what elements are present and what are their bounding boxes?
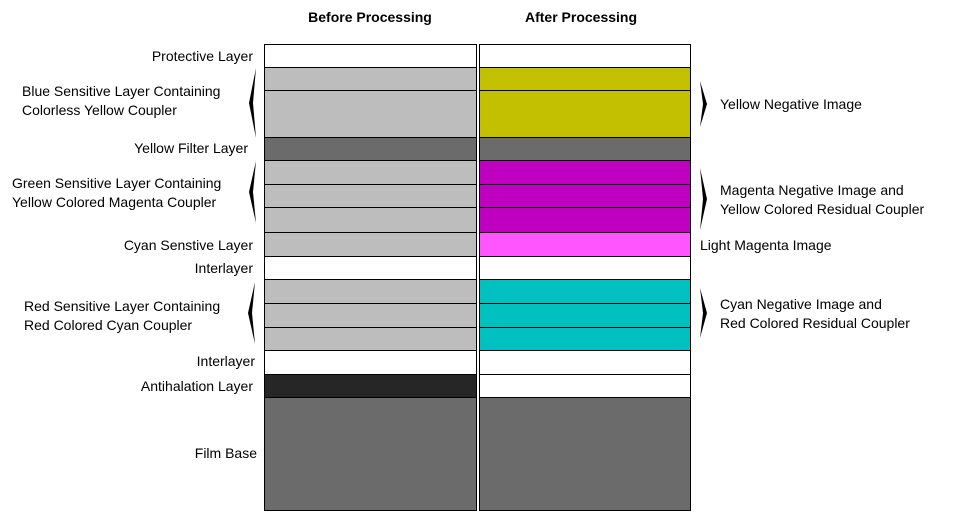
after-layer-red-1 — [479, 279, 691, 305]
left-bracket-green — [249, 161, 256, 223]
after-layer-interlayer-2 — [479, 350, 691, 376]
label-protective-layer: Protective Layer — [151, 48, 253, 64]
before-layer-interlayer-1 — [264, 256, 477, 281]
left-bracket-blue — [249, 68, 256, 138]
before-layer-green-3 — [264, 207, 477, 234]
label-cyan-negative-image: Cyan Negative Image and Red Colored Resi… — [720, 296, 910, 331]
before-layer-yellow-filter — [264, 137, 477, 162]
after-layer-blue-2 — [479, 90, 691, 139]
label-magenta-negative-image: Magenta Negative Image and Yellow Colore… — [720, 182, 925, 217]
after-layer-red-2 — [479, 303, 691, 329]
label-green-sensitive-layer: Green Sensitive Layer Containing Yellow … — [12, 175, 222, 210]
before-layer-blue-1 — [264, 67, 477, 92]
after-layer-green-1 — [479, 160, 691, 186]
before-layer-red-3 — [264, 327, 477, 352]
label-red-sensitive-layer: Red Sensitive Layer Containing Red Color… — [24, 298, 221, 333]
before-layer-red-2 — [264, 303, 477, 329]
before-layer-antihalation — [264, 374, 477, 399]
after-layer-cyan-sensitive — [479, 232, 691, 258]
right-bracket-yellow — [700, 81, 707, 127]
after-layer-antihalation — [479, 374, 691, 399]
before-layer-protective — [264, 44, 477, 69]
after-layer-blue-1 — [479, 67, 691, 92]
label-film-base: Film Base — [194, 445, 257, 461]
before-layer-cyan-sensitive — [264, 232, 477, 258]
after-layer-protective — [479, 44, 691, 69]
before-layer-green-2 — [264, 184, 477, 209]
label-yellow-negative-image: Yellow Negative Image — [720, 96, 862, 112]
label-cyan-sensitive-layer: Cyan Senstive Layer — [123, 237, 253, 253]
after-layer-green-2 — [479, 184, 691, 209]
after-layer-interlayer-1 — [479, 256, 691, 281]
before-layer-red-1 — [264, 279, 477, 305]
after-layer-film-base — [479, 397, 691, 511]
before-layer-blue-2 — [264, 90, 477, 139]
after-layer-red-3 — [479, 327, 691, 352]
after-processing-header: After Processing — [524, 9, 638, 25]
after-layer-green-3 — [479, 207, 691, 234]
label-antihalation-layer: Antihalation Layer — [140, 378, 253, 394]
right-bracket-magenta — [700, 168, 707, 230]
left-bracket-red — [248, 282, 255, 344]
label-yellow-filter-layer: Yellow Filter Layer — [134, 140, 248, 156]
label-light-magenta-image: Light Magenta Image — [700, 237, 832, 253]
before-layer-green-1 — [264, 160, 477, 186]
right-bracket-cyan — [700, 288, 707, 338]
label-interlayer-1: Interlayer — [194, 260, 253, 276]
before-layer-film-base — [264, 397, 477, 511]
before-processing-header: Before Processing — [308, 9, 432, 25]
label-blue-sensitive-layer: Blue Sensitive Layer Containing Colorles… — [22, 83, 221, 118]
label-interlayer-2: Interlayer — [196, 353, 255, 369]
before-layer-interlayer-2 — [264, 350, 477, 376]
after-layer-yellow-filter — [479, 137, 691, 162]
